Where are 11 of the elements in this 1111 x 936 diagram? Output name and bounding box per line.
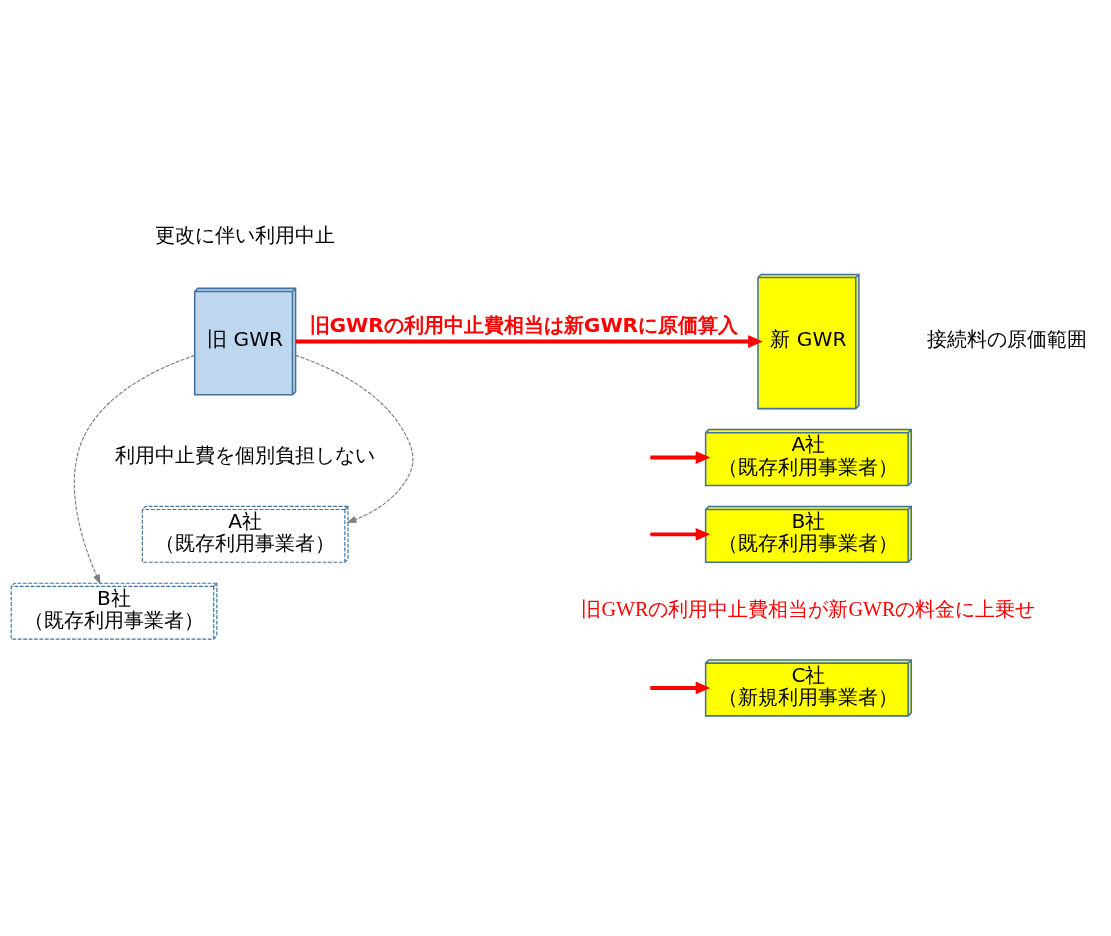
label: 更改に伴い利用中止 [155, 222, 336, 247]
arrow [650, 451, 711, 464]
label: 旧GWRの利用中止費相当が新GWRの料金に上乗せ [581, 598, 1036, 621]
label: 接続料の原価範囲 [927, 327, 1088, 352]
arrow [650, 681, 711, 695]
arrow [295, 335, 763, 348]
label: 利用中止費を個別負担しない [115, 443, 376, 468]
arrow [650, 527, 711, 541]
edge-label: 旧GWRの利用中止費相当は新GWRに原価算入 [309, 313, 739, 338]
arrow [295, 354, 414, 523]
arrow [73, 354, 196, 585]
